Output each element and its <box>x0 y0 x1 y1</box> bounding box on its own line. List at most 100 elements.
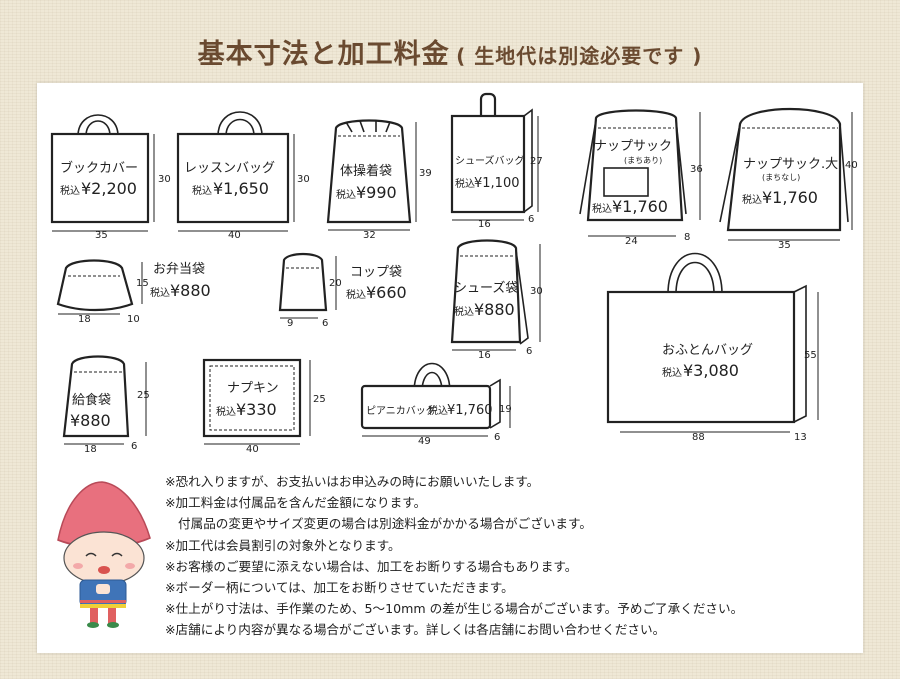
item-price: ¥880 <box>170 281 211 300</box>
bag-body-shape <box>606 290 796 424</box>
item-price: ¥2,200 <box>81 179 137 198</box>
item-name: ピアニカバッグ <box>366 404 436 417</box>
note-item: 付属品の変更やサイズ変更の場合は別途料金がかかる場合がございます。 <box>178 516 592 532</box>
side-gusset-shape <box>793 284 807 423</box>
item-price: ¥1,650 <box>213 179 269 198</box>
item-price: ¥330 <box>236 400 277 419</box>
height-value: 55 <box>804 350 817 361</box>
item-name: おふとんバッグ <box>662 343 753 358</box>
height-value: 25 <box>137 390 150 401</box>
item-name: 給食袋 <box>72 392 111 408</box>
drawstring-bag-shape <box>278 252 328 312</box>
item-price: ¥880 <box>474 300 515 319</box>
depth-value: 10 <box>127 314 140 325</box>
bag-body-shape <box>176 132 290 224</box>
height-value: 30 <box>297 174 310 185</box>
width-value: 35 <box>778 240 791 251</box>
item-price: ¥3,080 <box>683 361 739 380</box>
height-value: 25 <box>313 394 326 405</box>
item-name: 体操着袋 <box>340 163 392 179</box>
napkin-stitch-line <box>209 365 295 431</box>
item-name: ナプキン <box>227 381 279 396</box>
width-value: 18 <box>78 314 91 325</box>
drawstring-bag-shape <box>450 239 522 344</box>
handle-shape <box>413 362 451 393</box>
height-value: 20 <box>329 278 342 289</box>
mascot-face-shape <box>63 531 145 585</box>
note-item: ※ボーダー柄については、加工をお断りさせていただきます。 <box>165 580 514 596</box>
tax-label: 税込 <box>742 193 762 206</box>
width-value: 32 <box>363 230 376 241</box>
item-price: ¥1,100 <box>474 176 520 191</box>
item-meal-bag: 給食袋 ¥880 18 6 25 <box>62 355 150 455</box>
depth-value: 13 <box>794 432 807 443</box>
depth-value: 8 <box>684 232 690 243</box>
width-value: 40 <box>246 444 259 455</box>
mascot-illustration <box>57 481 151 628</box>
item-price: ¥1,760 <box>612 197 668 216</box>
width-value: 40 <box>228 230 241 241</box>
note-item: ※店舗により内容が異なる場合がございます。詳しくは各店舗にお問い合わせください。 <box>165 622 666 638</box>
item-gym-bag: 体操着袋 税込 ¥990 32 39 <box>326 119 432 241</box>
height-value: 40 <box>845 160 858 171</box>
height-value: 39 <box>419 168 432 179</box>
width-value: 18 <box>84 444 97 455</box>
item-name: ナップサック.大 <box>743 157 838 172</box>
height-value: 30 <box>530 286 543 297</box>
item-lesson-bag: レッスンバッグ 税込 ¥1,650 40 30 <box>176 111 310 241</box>
item-note: (まちなし) <box>762 173 800 182</box>
napkin-shape <box>202 358 302 438</box>
item-name: レッスンバッグ <box>184 161 275 176</box>
width-value: 88 <box>692 432 705 443</box>
item-futon-bag: おふとんバッグ 税込 ¥3,080 88 13 55 <box>606 252 819 443</box>
tax-label: 税込 <box>454 305 474 318</box>
width-value: 24 <box>625 236 638 247</box>
width-value: 16 <box>478 350 491 361</box>
tax-label: 税込 <box>60 184 80 197</box>
tax-label: 税込 <box>662 366 682 379</box>
note-item: ※加工料金は付属品を含んだ金額になります。 <box>165 495 427 511</box>
drawstring-bag-shape <box>586 109 684 222</box>
note-item: ※お客様のご要望に添えない場合は、加工をお断りする場合もあります。 <box>165 558 578 574</box>
item-note: (まちあり) <box>624 156 662 165</box>
depth-value: 6 <box>494 432 500 443</box>
bag-body-shape <box>450 114 526 214</box>
height-value: 27 <box>530 156 543 167</box>
bag-body-shape <box>360 384 492 430</box>
item-pianica-bag: ピアニカバッグ 税込 ¥1,760 49 6 19 <box>360 362 512 447</box>
gusset-shape <box>515 249 529 345</box>
tax-label: 税込 <box>216 405 236 418</box>
side-gusset-shape <box>523 108 533 213</box>
width-value: 49 <box>418 436 431 447</box>
handle-shape <box>217 111 263 137</box>
item-lunch-bag: 18 10 15 お弁当袋 税込 ¥880 <box>56 259 211 325</box>
item-knapsack: ナップサック (まちあり) 税込 ¥1,760 24 8 36 <box>579 109 703 247</box>
item-name: シューズバッグ <box>455 154 525 167</box>
item-shoes-bag-2: シューズ袋 税込 ¥880 16 6 30 <box>450 239 543 361</box>
tax-label: 税込 <box>192 184 212 197</box>
drawstring-bag-shape <box>56 259 134 312</box>
item-price: ¥880 <box>70 411 111 430</box>
handle-shape <box>77 114 119 137</box>
title-sub: ( 生地代は別途必要です ) <box>456 44 703 68</box>
item-cup-bag: 9 6 20 コップ袋 税込 ¥660 <box>278 252 407 329</box>
depth-value: 6 <box>526 346 532 357</box>
notes-list: ※恐れ入りますが、お支払いはお申込みの時にお願いいたします。 ※加工料金は付属品… <box>165 471 865 641</box>
width-value: 9 <box>287 318 293 329</box>
note-item: ※加工代は会員割引の対象外となります。 <box>165 537 401 553</box>
item-name: お弁当袋 <box>153 262 205 277</box>
item-shoes-bag-1: シューズバッグ 税込 ¥1,100 16 6 27 <box>450 92 543 230</box>
height-value: 30 <box>158 174 171 185</box>
depth-value: 6 <box>131 441 137 452</box>
bag-body-shape <box>50 132 150 224</box>
item-name: シューズ袋 <box>454 280 518 296</box>
item-book-cover: ブックカバー 税込 ¥2,200 35 30 <box>50 114 171 241</box>
item-price: ¥1,760 <box>762 188 818 207</box>
item-name: コップ袋 <box>350 265 402 280</box>
note-item: ※恐れ入りますが、お支払いはお申込みの時にお願いいたします。 <box>165 474 540 489</box>
item-name: ブックカバー <box>60 160 138 176</box>
item-price: ¥1,760 <box>447 403 493 418</box>
drawstring-bag-shape <box>726 107 842 232</box>
height-value: 36 <box>690 164 703 175</box>
